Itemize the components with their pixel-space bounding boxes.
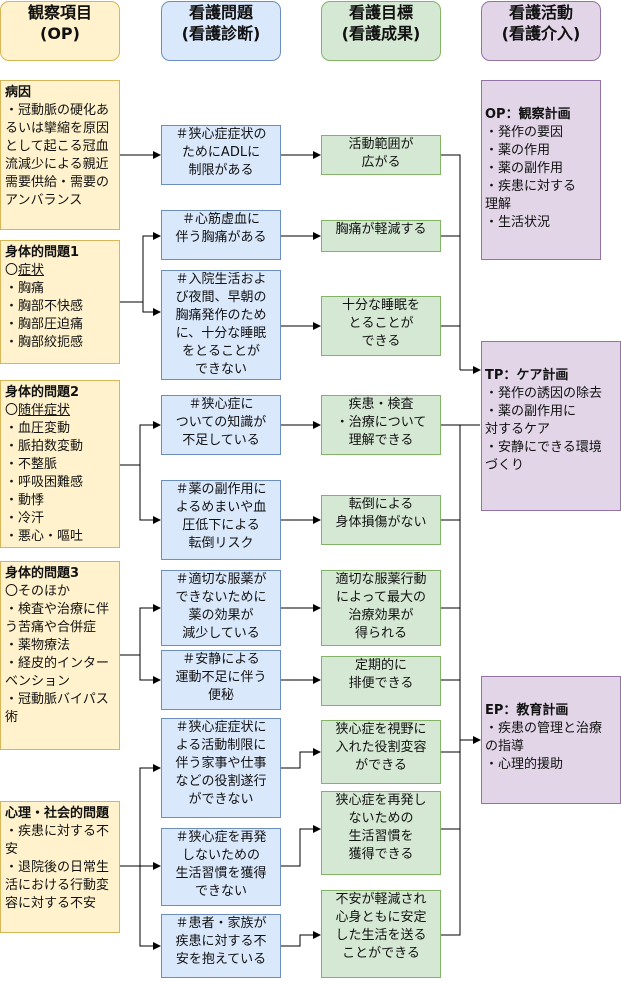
observation-line: ・冷汗 bbox=[5, 511, 45, 526]
activity-line: ・安静にできる環境 づくり bbox=[485, 440, 602, 473]
problem-2: ＃心筋虚血に 伴う胸痛がある bbox=[161, 210, 281, 260]
observation-line: ・胸痛 bbox=[5, 281, 45, 296]
goal-2: 胸痛が軽減する bbox=[321, 220, 441, 252]
activity-line: ・薬の副作用 bbox=[485, 161, 564, 176]
observation-physical-2: 身体的問題2 〇随伴症状 ・血圧変動 ・脈拍数変動 ・不整脈 ・呼吸困難感 ・動… bbox=[0, 380, 120, 548]
observation-subtitle: 〇症状 bbox=[5, 262, 115, 280]
observation-subtitle: 〇そのほか bbox=[5, 584, 71, 599]
observation-psychosocial: 心理・社会的問題 ・疾患に対する不安 ・退院後の日常生活における行動変容に対する… bbox=[0, 801, 120, 933]
goal-8: 狭心症を視野に 入れた役割変容 ができる bbox=[321, 720, 441, 784]
activity-line: ・疾患の管理と治療 の指導 bbox=[485, 721, 603, 754]
observation-title: 心理・社会的問題 bbox=[5, 806, 110, 821]
activity-tp: TP：ケア計画 ・発作の誘因の除去 ・薬の副作用に 対するケア ・安静にできる環… bbox=[481, 341, 621, 511]
connector-obs4-prob6 bbox=[120, 604, 161, 656]
connector-prob10-goal9 bbox=[280, 931, 321, 947]
connector-prob8-goal7b bbox=[280, 748, 321, 769]
connector-goals-op bbox=[440, 154, 461, 370]
connector-obs5-prob8 bbox=[120, 764, 161, 867]
observation-line: ・胸部不快感 bbox=[5, 299, 84, 314]
problem-3: ＃入院生活およ び夜間、早朝の 胸痛発作のため に、十分な睡眠 をとることが で… bbox=[161, 270, 281, 380]
goal-3: 十分な睡眠を とることが できる bbox=[321, 296, 441, 356]
activity-title: OP：観察計画 bbox=[485, 107, 571, 122]
connector-obs2-prob2 bbox=[120, 232, 161, 303]
connector-obs4-prob7 bbox=[120, 654, 161, 684]
connector-tp-in bbox=[459, 424, 481, 744]
activity-line: ・生活状況 bbox=[485, 215, 551, 230]
goal-9: 狭心症を再発し ないための 生活習慣を 獲得できる bbox=[321, 791, 441, 875]
header-observation: 観察項目 (OP) bbox=[0, 1, 120, 61]
header-problem: 看護問題 (看護診断) bbox=[161, 1, 281, 61]
observation-line: ・退院後の日常生活における行動変容に対する不安 bbox=[5, 860, 110, 911]
subtitle-prefix: 〇 bbox=[5, 263, 19, 278]
observation-line: ・冠動脈の硬化あるいは攣縮を原因として起こる冠血流減少による親近需要供給・需要の… bbox=[5, 103, 110, 208]
observation-title: 病因 bbox=[5, 85, 32, 100]
connector-obs3-prob4 bbox=[120, 421, 161, 466]
observation-line: ・疾患に対する不安 bbox=[5, 824, 110, 857]
observation-line: ・呼吸困難感 bbox=[5, 475, 84, 490]
connector-obs5-prob10 bbox=[120, 865, 161, 950]
connector-obs2-prob3 bbox=[120, 301, 161, 316]
observation-physical-3: 身体的問題3 〇そのほか ・検査や治療に伴う苦痛や合併症 ・薬物療法 ・経皮的イ… bbox=[0, 561, 120, 750]
observation-line: ・薬物療法 bbox=[5, 638, 71, 653]
subtitle-text: 随伴症状 bbox=[18, 403, 71, 418]
problem-4: ＃狭心症に ついての知識が 不足している bbox=[161, 395, 281, 455]
connector-goal10-ep bbox=[440, 740, 461, 936]
activity-title: EP：教育計画 bbox=[485, 703, 569, 718]
activity-line: ・薬の作用 bbox=[485, 143, 551, 158]
observation-physical-1: 身体的問題1 〇症状 ・胸痛 ・胸部不快感 ・胸部圧迫痛 ・胸部絞扼感 bbox=[0, 240, 120, 364]
activity-line: ・疾患に対する 理解 bbox=[485, 179, 577, 212]
observation-title: 身体的問題1 bbox=[5, 245, 80, 260]
observation-line: ・胸部絞扼感 bbox=[5, 335, 84, 350]
goal-4: 疾患・検査 ・治療について 理解できる bbox=[321, 395, 441, 455]
problem-9: ＃狭心症を再発 しないための 生活習慣を獲得 できない bbox=[161, 828, 281, 906]
header-goal: 看護目標 (看護成果) bbox=[321, 1, 441, 61]
problem-8: ＃狭心症症状に よる活動制限に 伴う家事や仕事 などの役割遂行 ができない bbox=[161, 718, 281, 818]
activity-line: ・薬の副作用に 対するケア bbox=[485, 404, 577, 437]
observation-line: ・血圧変動 bbox=[5, 421, 71, 436]
observation-line: ・動悸 bbox=[5, 493, 45, 508]
subtitle-prefix: 〇 bbox=[5, 403, 19, 418]
problem-1: ＃狭心症症状の ためにADLに 制限がある bbox=[161, 125, 281, 185]
goal-7: 定期的に 排便できる bbox=[321, 656, 441, 706]
observation-line: ・冠動脈バイパス術 bbox=[5, 692, 109, 725]
observation-title: 身体的問題2 bbox=[5, 385, 80, 400]
observation-line: ・不整脈 bbox=[5, 457, 58, 472]
activity-ep: EP：教育計画 ・疾患の管理と治療 の指導 ・心理的援助 bbox=[481, 676, 621, 804]
goal-10: 不安が軽減され 心身ともに安定 した生活を送る ことができる bbox=[321, 890, 441, 978]
activity-title: TP：ケア計画 bbox=[485, 368, 569, 383]
observation-line: ・検査や治療に伴う苦痛や合併症 bbox=[5, 602, 110, 635]
activity-line: ・発作の誘因の除去 bbox=[485, 386, 603, 401]
activity-line: ・発作の要因 bbox=[485, 125, 564, 140]
subtitle-text: 症状 bbox=[18, 263, 45, 278]
goal-6: 適切な服薬行動 によって最大の 治療効果が 得られる bbox=[321, 570, 441, 646]
observation-title: 身体的問題3 bbox=[5, 566, 80, 581]
header-activity: 看護活動 (看護介入) bbox=[481, 1, 601, 61]
problem-7: ＃安静による 運動不足に伴う 便秘 bbox=[161, 650, 281, 710]
observation-line: ・脈拍数変動 bbox=[5, 439, 84, 454]
problem-6: ＃適切な服薬が できないために 薬の効果が 減少している bbox=[161, 570, 281, 646]
activity-op: OP：観察計画 ・発作の要因 ・薬の作用 ・薬の副作用 ・疾患に対する 理解 ・… bbox=[481, 80, 601, 260]
problem-5: ＃薬の副作用に よるめまいや血 圧低下による 転倒リスク bbox=[161, 480, 281, 560]
connector-prob9-goal8 bbox=[280, 825, 321, 867]
observation-line: ・経皮的インターベンション bbox=[5, 656, 110, 689]
observation-etiology: 病因 ・冠動脈の硬化あるいは攣縮を原因として起こる冠血流減少による親近需要供給・… bbox=[0, 80, 120, 230]
problem-10: ＃患者・家族が 疾患に対する不 安を抱えている bbox=[161, 914, 281, 978]
observation-line: ・悪心・嘔吐 bbox=[5, 529, 84, 544]
observation-line: ・胸部圧迫痛 bbox=[5, 317, 84, 332]
activity-line: ・心理的援助 bbox=[485, 757, 564, 772]
observation-subtitle: 〇随伴症状 bbox=[5, 402, 115, 420]
goal-5: 転倒による 身体損傷がない bbox=[321, 495, 441, 545]
connector-obs3-prob5 bbox=[120, 464, 161, 524]
goal-1: 活動範囲が 広がる bbox=[321, 135, 441, 175]
